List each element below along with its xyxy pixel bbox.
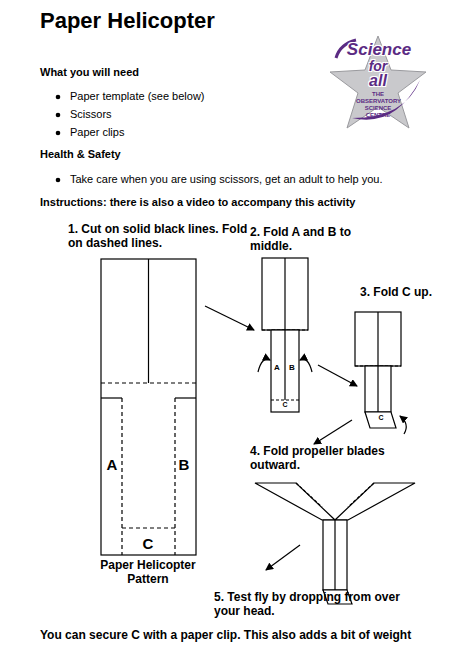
- pattern-caption: Paper Helicopter Pattern: [88, 559, 208, 587]
- step3-figure: [355, 312, 406, 434]
- step-text: 3. Fold C up.: [360, 286, 460, 300]
- section-heading: Health & Safety: [40, 148, 340, 161]
- section-heading: What you will need: [40, 66, 340, 79]
- page-title: Paper Helicopter: [40, 8, 340, 33]
- step4-figure: [255, 483, 415, 604]
- step-text: 5. Test fly by dropping from over your h…: [214, 591, 414, 619]
- part-letter: A: [272, 363, 282, 372]
- bullet-dots: [56, 95, 61, 183]
- step-text: 2. Fold A and B to middle.: [250, 226, 370, 254]
- logo-text: THE OBSERVATORY SCIENCE CENTRE: [356, 91, 400, 119]
- step2-figure: [258, 258, 312, 412]
- helicopter-pattern: [101, 259, 196, 555]
- list-item: Paper clips: [70, 126, 370, 139]
- part-letter: B: [176, 456, 192, 473]
- list-item: Scissors: [70, 108, 370, 121]
- logo-text: for: [358, 58, 398, 74]
- section-heading: Instructions: there is also a video to a…: [40, 196, 460, 209]
- step-text: 4. Fold propeller blades outward.: [250, 445, 415, 473]
- logo-text: all: [356, 72, 400, 90]
- list-item: Take care when you are using scissors, g…: [70, 173, 460, 186]
- part-letter: C: [140, 535, 156, 552]
- part-letter: C: [280, 401, 290, 409]
- step-text: 1. Cut on solid black lines. Fold on das…: [68, 223, 248, 251]
- list-item: Paper template (see below): [70, 90, 370, 103]
- part-letter: B: [287, 363, 297, 372]
- part-letter: A: [104, 456, 120, 473]
- logo: [330, 36, 426, 128]
- footer-note: You can secure C with a paper clip. This…: [40, 629, 470, 643]
- step-arrows: [205, 306, 357, 570]
- part-letter: C: [375, 414, 387, 422]
- logo-text: Science: [334, 40, 424, 60]
